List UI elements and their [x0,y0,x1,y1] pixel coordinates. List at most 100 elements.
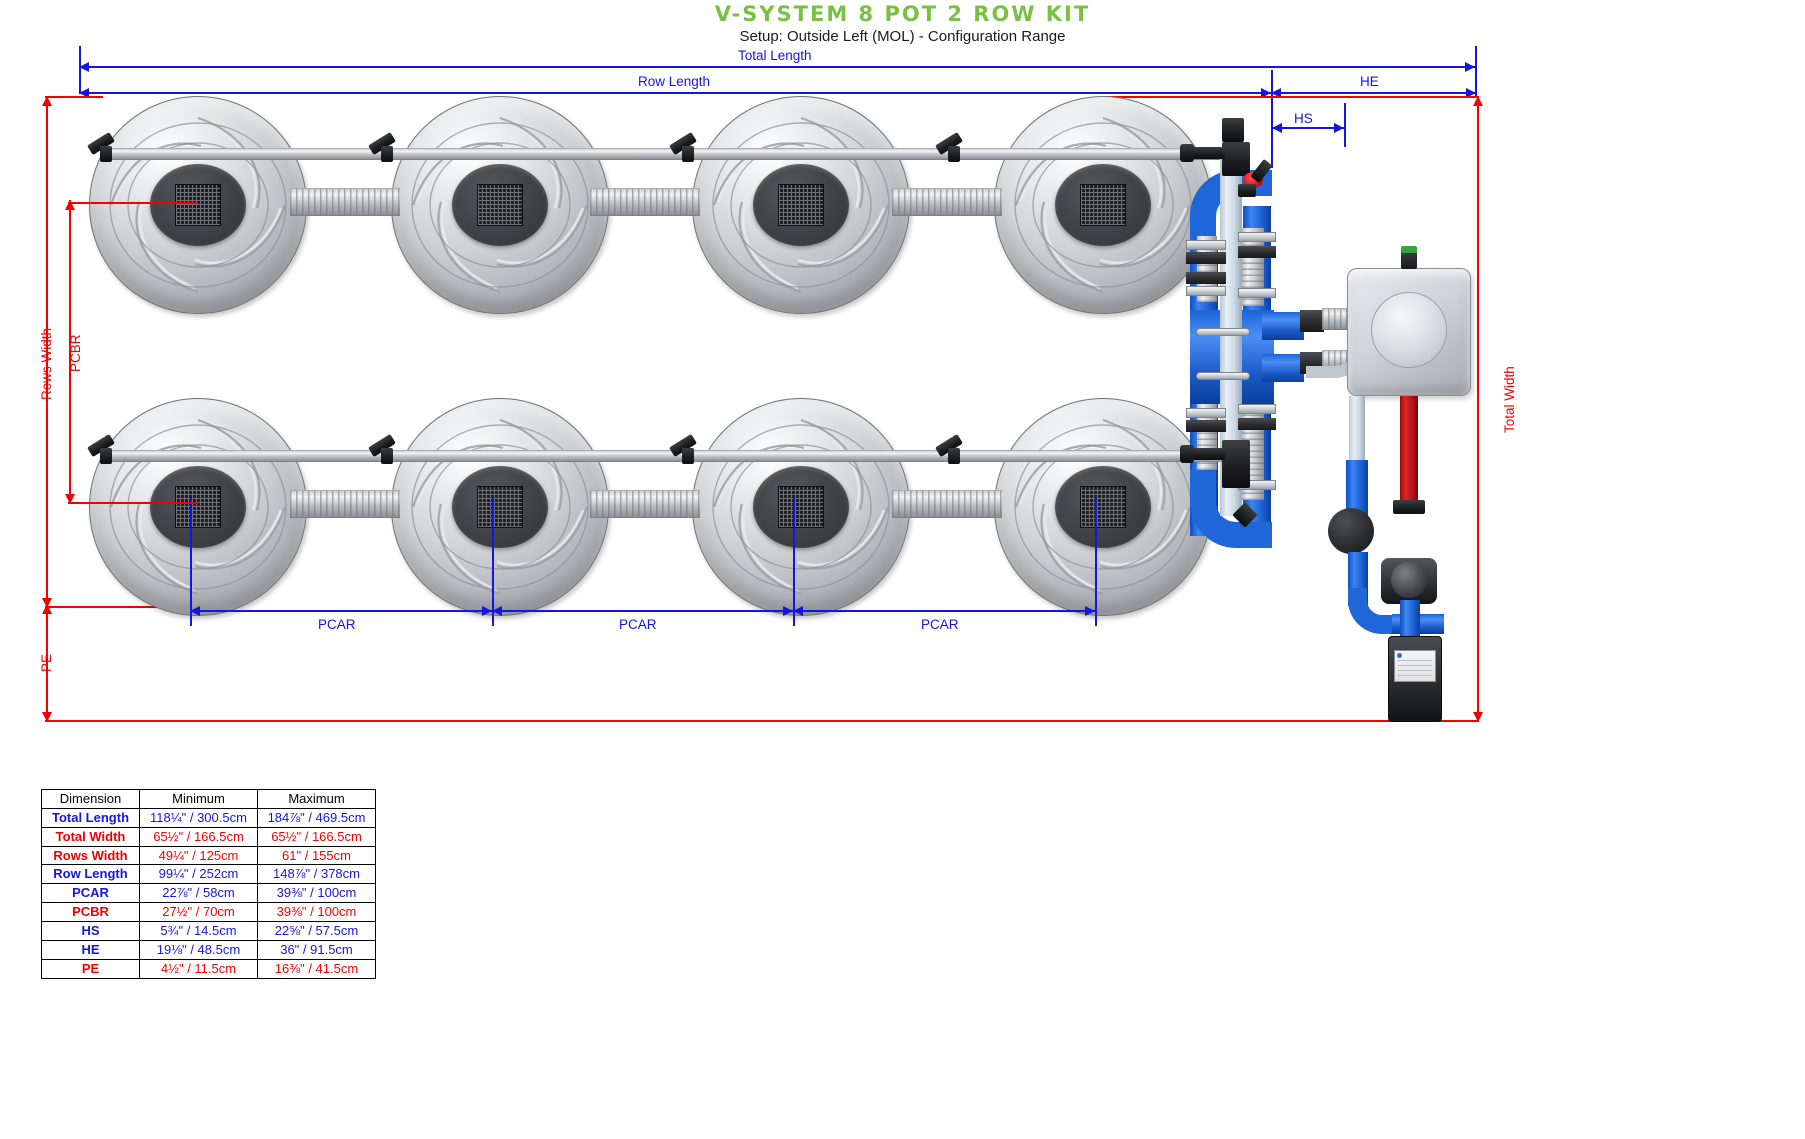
pcar-arrow-1-right [482,606,492,616]
bottom-row-air-line [110,450,1220,462]
pot-mesh-icon [175,184,221,226]
pot-top-3 [692,96,910,314]
row-length-left-ext [79,70,81,94]
rows-width-leader-top [68,202,198,204]
label-total-length: Total Length [738,48,812,63]
he-arrow-right [1466,88,1476,98]
pcar-ext-3 [793,498,795,626]
page-title: V-SYSTEM 8 POT 2 ROW KIT [714,2,1091,26]
row-length-line [79,92,1272,94]
manifold-collar-h [1238,232,1276,242]
table-header-row: Dimension Minimum Maximum [41,789,376,809]
pcbr-arrow-down [65,494,75,504]
pot-bottom-1 [89,398,307,616]
row-min-total-length: 118¼" / 300.5cm [139,807,258,828]
manifold-bottom-knob [1180,445,1194,463]
rows-width-line [46,96,48,608]
row-name-pcbr: PCBR [41,902,140,923]
total-length-line [79,66,1476,68]
pot-swirl [1002,104,1204,306]
controller-led [1397,653,1402,658]
manifold-collar-i [1238,246,1276,258]
reservoir-tank-lid [1371,292,1447,368]
rows-width-arrow-down [42,598,52,608]
manifold-collar-c [1186,286,1226,296]
table-row: Row Length 99¼" / 252cm 148⅞" / 378cm [41,864,376,885]
row-max-total-width: 65½" / 166.5cm [257,826,376,847]
manifold-tee-inner [1220,310,1242,404]
total-length-arrow-left [79,62,89,72]
pcar-line-3 [793,610,1095,612]
row-name-hs: HS [41,921,140,941]
reservoir-outlet-red-pipe [1400,396,1418,512]
row-min-rows-width: 49¼" / 125cm [139,845,258,866]
row-max-pcbr: 39⅜" / 100cm [257,902,376,923]
label-hs: HS [1294,111,1313,126]
manifold-collar-j [1238,288,1276,298]
row-name-total-width: Total Width [41,826,140,847]
total-length-arrow-right [1465,62,1475,72]
row-length-arrow-right [1261,88,1271,98]
row-name-row-length: Row Length [41,864,140,885]
manifold-tee-band-2 [1196,372,1250,380]
he-arrow-left [1271,88,1281,98]
pot-mesh-icon [778,184,824,226]
pcar-ext-1 [190,498,192,626]
bottom-row-feed-pipe-3 [892,490,1002,518]
pcar-line-1 [190,610,492,612]
manifold-standpipe-cap [1222,118,1244,142]
pcbr-line [69,200,71,504]
row-name-rows-width: Rows Width [41,845,140,866]
inline-filter-housing [1328,508,1374,554]
table-header-maximum: Maximum [257,789,376,809]
manifold-collar-l [1238,418,1276,430]
pot-mesh-icon [175,486,221,528]
row-max-pcar: 39⅜" / 100cm [257,883,376,904]
pcar-ext-2 [492,498,494,626]
manifold-outlet-upper [1262,312,1304,340]
total-length-right-ext [1475,46,1477,98]
total-width-arrow-down [1473,712,1483,722]
he-line [1271,92,1476,94]
rows-width-bottom-ext [45,606,175,608]
row-min-he: 19⅛" / 48.5cm [139,939,258,960]
pe-arrow-up [42,604,52,614]
controller-screen-lines [1398,658,1432,676]
manifold-tee-band-1 [1196,328,1250,336]
pot-mesh-icon [778,486,824,528]
manifold-bottom-fitting [1222,440,1250,488]
top-row-feed-pipe-3 [892,188,1002,216]
bottom-valve-knob-1 [100,448,112,464]
pot-top-4 [994,96,1212,314]
pot-top-1 [89,96,307,314]
rows-width-top-ext [45,96,103,98]
manifold-standpipe-arm [1189,147,1225,159]
label-pcbr: PCBR [68,334,83,372]
row-max-rows-width: 61" / 155cm [257,845,376,866]
pe-arrow-down [42,712,52,722]
row-min-pcbr: 27½" / 70cm [139,902,258,923]
row-min-pcar: 22⅞" / 58cm [139,883,258,904]
table-row: PCAR 22⅞" / 58cm 39⅜" / 100cm [41,883,376,904]
hs-arrow-left [1272,123,1282,133]
hs-right-ext [1344,103,1346,147]
rows-width-leader-bottom [68,502,198,504]
bottom-valve-knob-3 [682,448,694,464]
manifold-standpipe-body [1222,142,1250,176]
label-he: HE [1360,74,1379,89]
manifold-collar-k [1238,404,1276,414]
hs-left-ext [1271,110,1273,168]
row-max-he: 36" / 91.5cm [257,939,376,960]
label-pcar-1: PCAR [318,617,356,632]
table-header-minimum: Minimum [139,789,258,809]
row-min-row-length: 99¼" / 252cm [139,864,258,885]
red-pipe-union [1393,500,1425,514]
pcbr-arrow-up [65,200,75,210]
table-header-dimension: Dimension [41,789,140,809]
label-total-width: Total Width [1502,366,1517,433]
table-row: PCBR 27½" / 70cm 39⅜" / 100cm [41,902,376,923]
total-width-top-ext [1105,96,1477,98]
bottom-row-feed-pipe-2 [590,490,700,518]
row-name-total-length: Total Length [41,807,140,828]
